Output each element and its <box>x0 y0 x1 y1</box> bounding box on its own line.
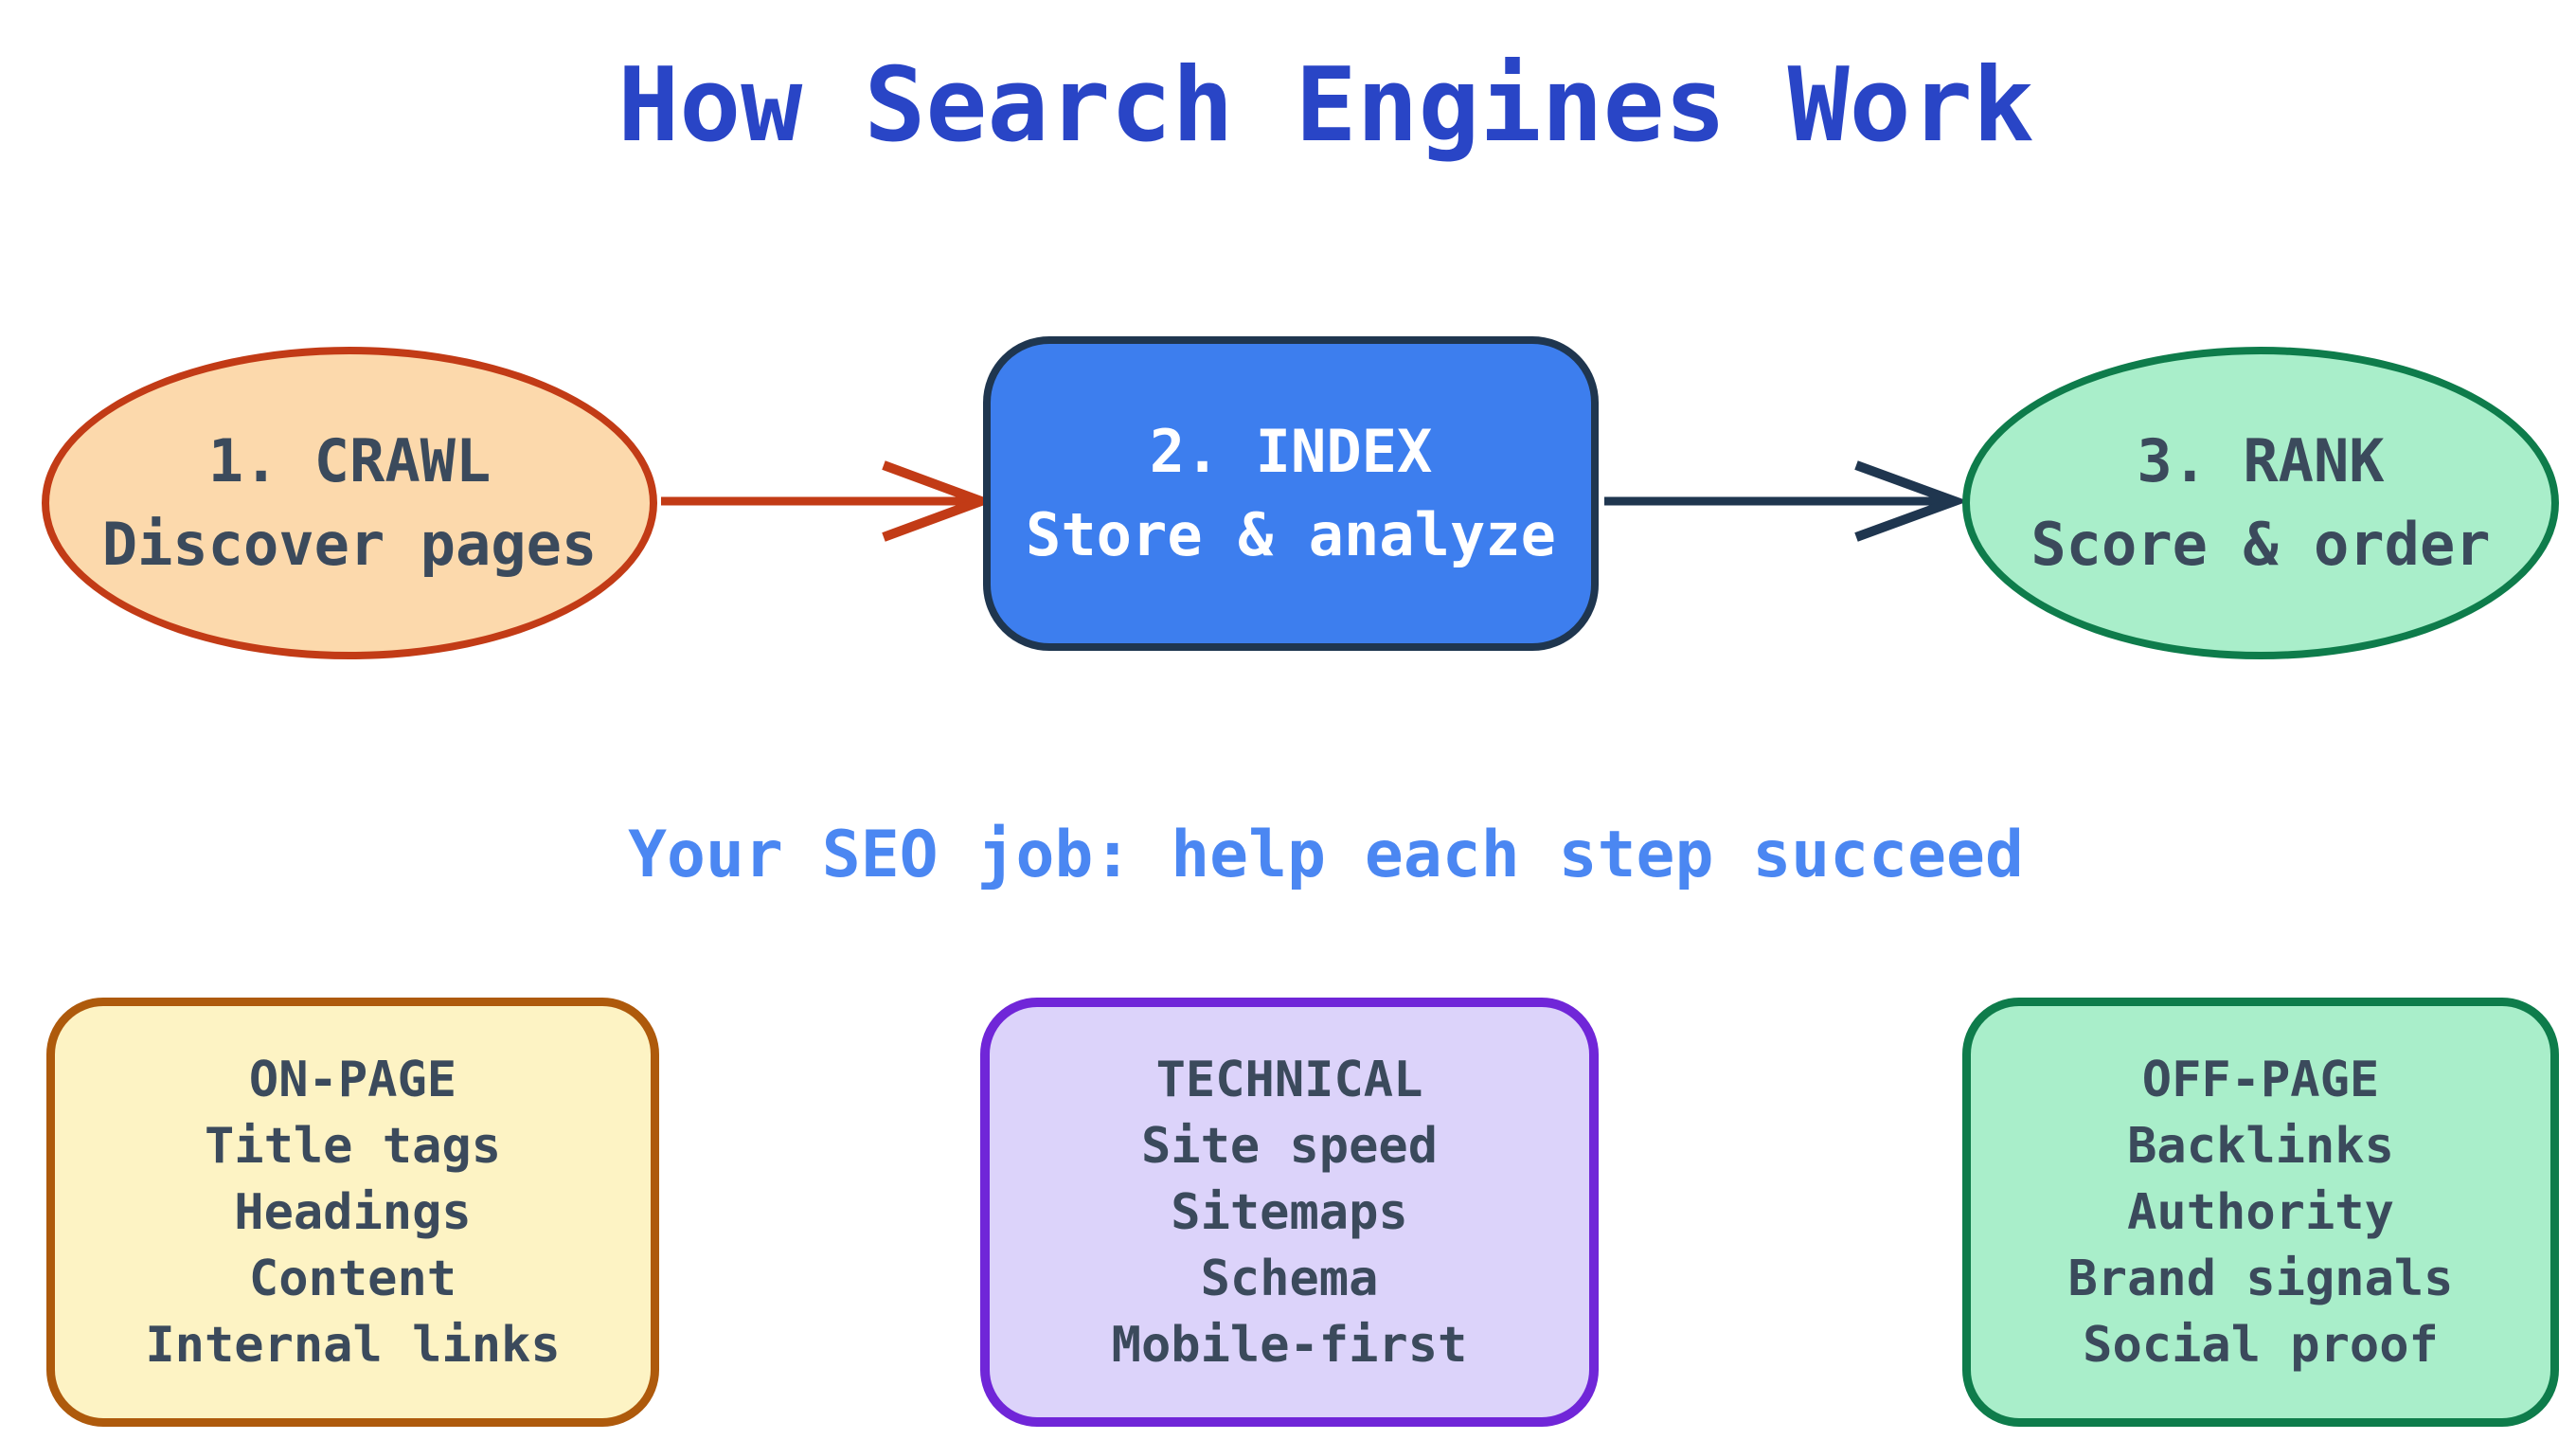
panel-off-page-item: Backlinks <box>2127 1117 2394 1175</box>
arrow-index-to-rank-icon <box>1604 460 1969 542</box>
index-step-description: Store & analyze <box>1026 500 1556 569</box>
panel-off-page-item: Authority <box>2127 1183 2394 1241</box>
panel-technical: TECHNICAL Site speed Sitemaps Schema Mob… <box>980 998 1599 1427</box>
panel-on-page: ON-PAGE Title tags Headings Content Inte… <box>46 998 659 1427</box>
crawl-step-description: Discover pages <box>101 510 598 579</box>
arrow-crawl-to-index-icon <box>661 460 995 542</box>
panel-technical-title: TECHNICAL <box>1155 1051 1423 1108</box>
panel-on-page-item: Content <box>248 1250 457 1307</box>
panel-off-page: OFF-PAGE Backlinks Authority Brand signa… <box>1962 998 2559 1427</box>
panel-off-page-item: Social proof <box>2083 1316 2439 1374</box>
panel-off-page-item: Brand signals <box>2067 1250 2454 1307</box>
panel-on-page-item: Headings <box>234 1183 472 1241</box>
panel-off-page-title: OFF-PAGE <box>2141 1051 2380 1108</box>
crawl-step-label: 1. CRAWL <box>207 426 492 495</box>
diagram-subtitle: Your SEO job: help each step succeed <box>628 818 2024 892</box>
arrow-index-to-rank-head <box>1854 460 1969 542</box>
panel-on-page-title: ON-PAGE <box>248 1051 457 1108</box>
flow-node-index: 2. INDEX Store & analyze <box>983 336 1599 651</box>
flow-node-crawl: 1. CRAWL Discover pages <box>42 347 657 659</box>
rank-step-description: Score & order <box>2030 510 2491 579</box>
index-step-label: 2. INDEX <box>1149 417 1433 486</box>
panel-technical-item: Sitemaps <box>1171 1183 1408 1241</box>
panel-technical-item: Site speed <box>1140 1117 1439 1175</box>
rank-step-label: 3. RANK <box>2137 426 2385 495</box>
panel-on-page-item: Title tags <box>204 1117 502 1175</box>
panel-on-page-item: Internal links <box>145 1316 561 1374</box>
panel-technical-item: Schema <box>1200 1250 1379 1307</box>
arrow-crawl-to-index-head <box>882 460 995 542</box>
flow-node-rank: 3. RANK Score & order <box>1962 347 2559 659</box>
panel-technical-item: Mobile-first <box>1111 1316 1468 1374</box>
page-title: How Search Engines Work <box>617 46 2034 165</box>
